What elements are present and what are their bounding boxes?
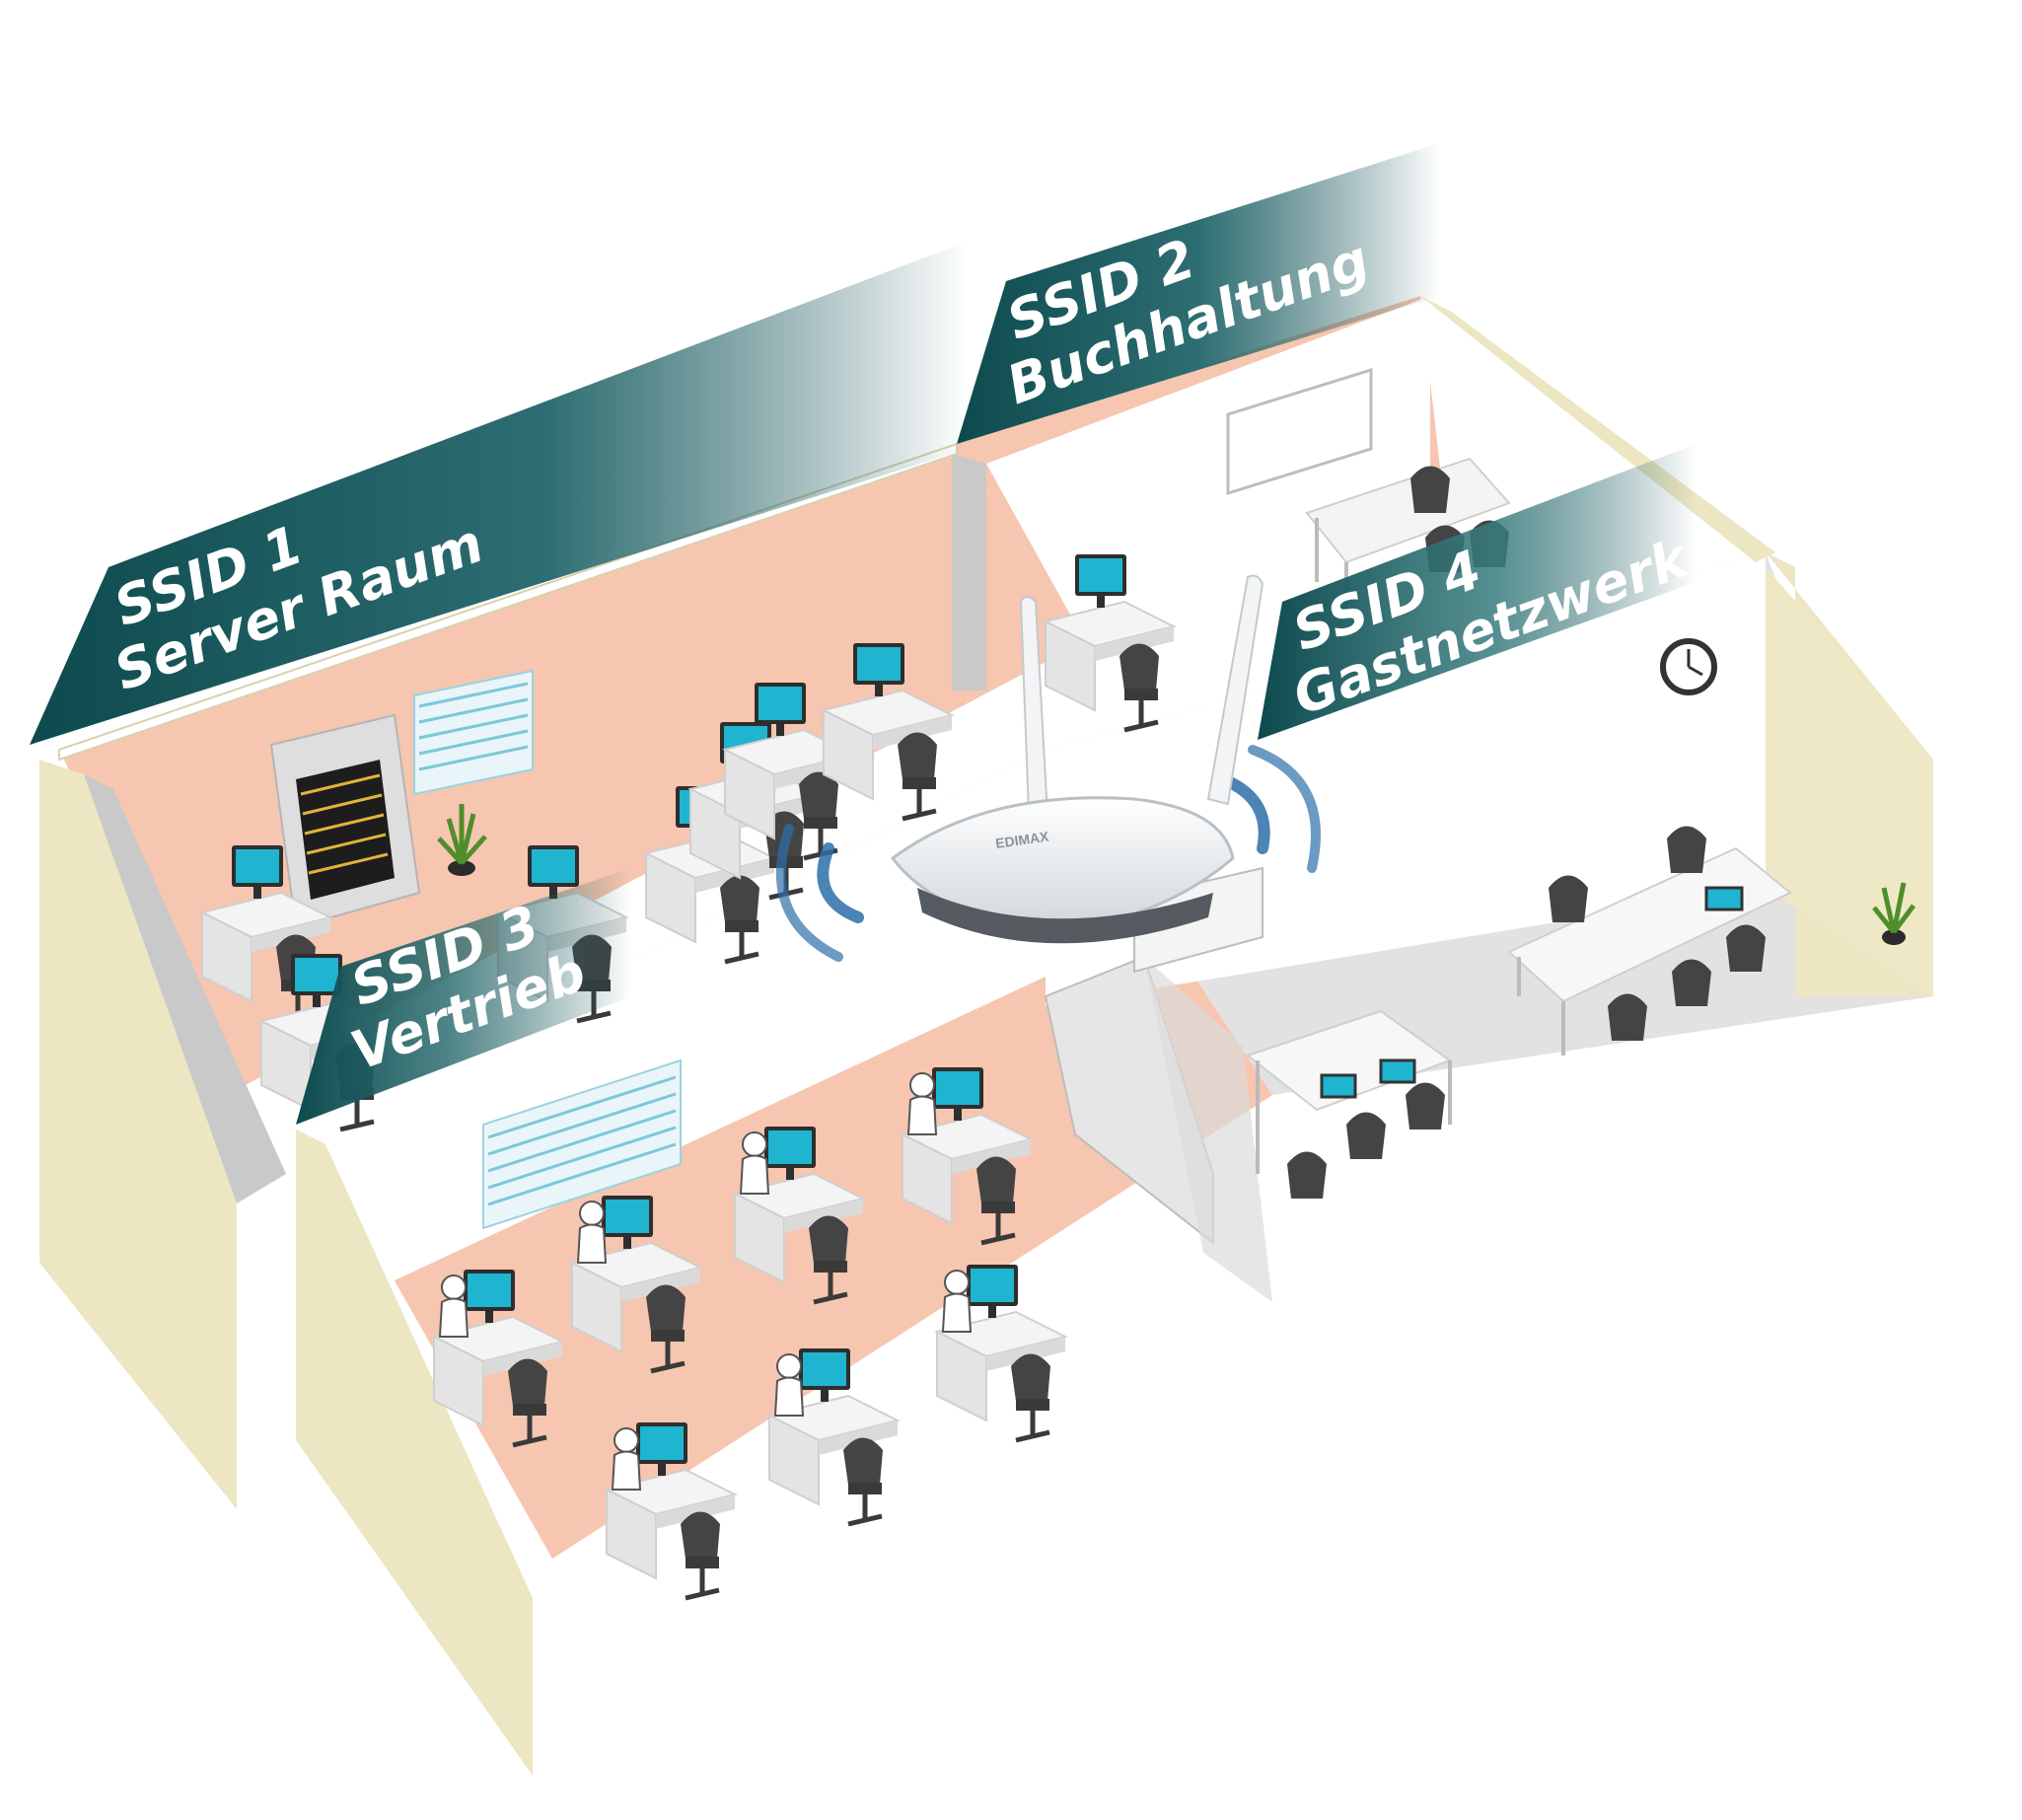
server-rack <box>269 713 421 929</box>
window-blind-server <box>413 669 534 796</box>
glass-partition <box>1144 957 1272 1302</box>
left-wall-outer <box>39 760 237 1509</box>
guest-right-wall-face <box>1766 567 1933 996</box>
router-brand: EDIMAX <box>994 828 1050 851</box>
plant-icon-guest <box>1872 882 1916 945</box>
desk <box>937 1265 1065 1440</box>
clock-icon <box>1660 638 1717 695</box>
window-blind-sales <box>482 1058 682 1230</box>
router-icon: EDIMAX <box>890 574 1264 944</box>
whiteboard-accounting <box>1226 367 1373 496</box>
wifi-wave-icon <box>775 745 1321 962</box>
plant-icon <box>437 804 487 876</box>
sales-left-wall <box>296 1129 533 1776</box>
left-wall-grey-edge <box>84 774 286 1203</box>
guest-room-tables <box>1245 826 1792 1199</box>
desk <box>769 1348 898 1524</box>
partition-wall-gray <box>952 454 986 691</box>
